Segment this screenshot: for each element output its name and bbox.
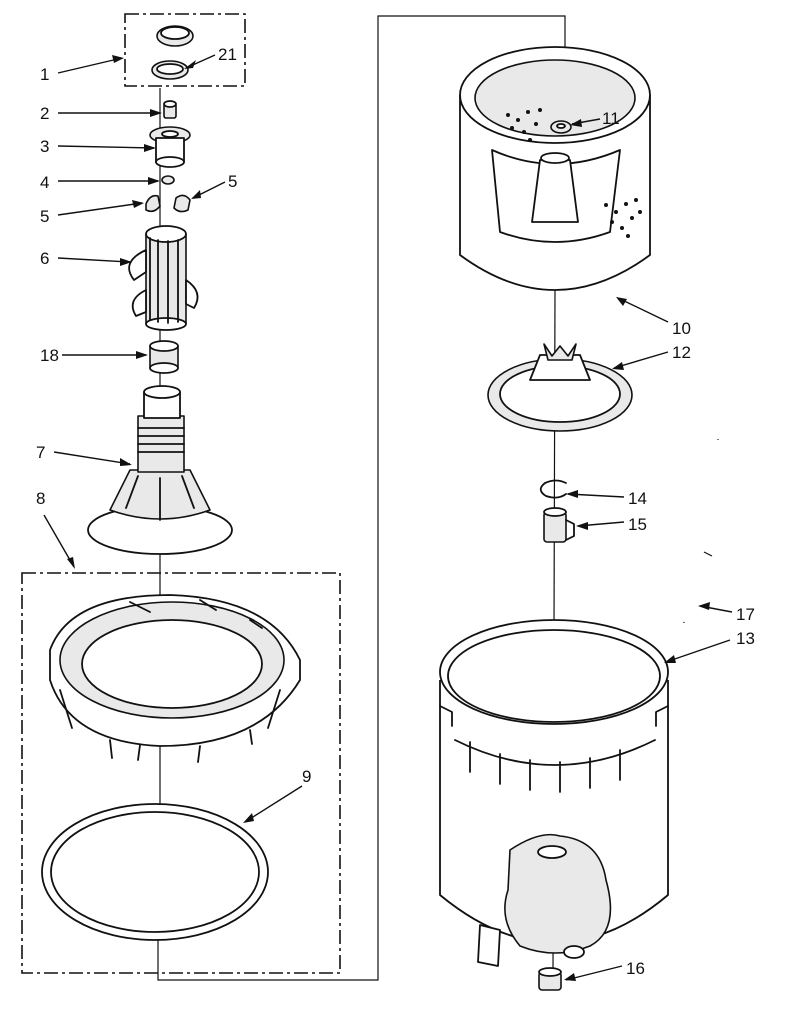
part-washer-4 <box>161 175 175 185</box>
kit-box-8 <box>21 572 341 974</box>
part-spin-basket <box>459 46 651 291</box>
callout-10: 10 <box>672 319 691 338</box>
part-nut-16 <box>538 967 562 991</box>
assembly-connector-line <box>157 15 566 981</box>
callout-16: 16 <box>626 959 645 978</box>
callout-5-right: 5 <box>228 172 237 191</box>
callout-8: 8 <box>36 489 45 508</box>
callout-15: 15 <box>628 515 647 534</box>
callout-5-left: 5 <box>40 207 49 226</box>
callout-12: 12 <box>672 343 691 362</box>
part-nut-11 <box>550 120 572 134</box>
callout-7: 7 <box>36 443 45 462</box>
callout-2: 2 <box>40 104 49 123</box>
part-coupling-15 <box>543 507 575 543</box>
part-hub-12 <box>487 343 633 432</box>
part-outer-tub <box>439 619 669 967</box>
callout-3: 3 <box>40 137 49 156</box>
part-tub-rim <box>49 594 301 763</box>
callout-1: 1 <box>40 65 49 84</box>
callout-21: 21 <box>218 45 237 64</box>
part-hose-17 <box>682 439 720 623</box>
part-cap <box>156 25 194 47</box>
part-dog-5-right <box>173 194 191 213</box>
part-nut-2 <box>163 100 177 119</box>
leader-lines <box>43 54 733 981</box>
callout-13: 13 <box>736 629 755 648</box>
callout-11: 11 <box>602 109 620 128</box>
callout-9: 9 <box>302 767 311 786</box>
callout-18: 18 <box>40 346 59 365</box>
part-agitator-base <box>87 385 233 555</box>
part-dog-5-left <box>145 194 161 213</box>
part-seal-ring-21 <box>151 60 189 80</box>
part-bearing-18 <box>149 340 179 374</box>
part-cap-3 <box>149 126 191 168</box>
callout-14: 14 <box>628 489 647 508</box>
callout-6: 6 <box>40 249 49 268</box>
callout-4: 4 <box>40 173 49 192</box>
part-clip-14 <box>539 479 567 499</box>
perforation-pattern <box>506 108 642 238</box>
part-gasket <box>41 803 269 941</box>
part-agitator-auger <box>128 225 199 331</box>
kit-box-21 <box>124 13 246 87</box>
callout-17: 17 <box>736 605 755 624</box>
